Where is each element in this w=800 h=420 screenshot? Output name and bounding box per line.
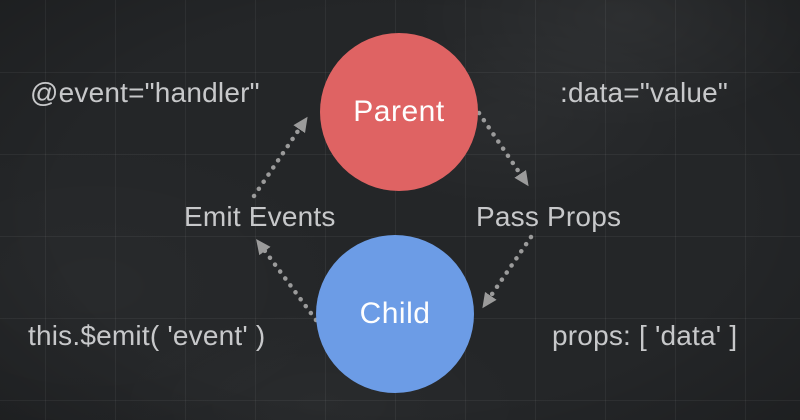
parent-prop-binding-annotation: :data="value": [560, 77, 729, 108]
parent-node-label: Parent: [353, 95, 445, 128]
child-node: Child: [316, 235, 474, 393]
parent-node: Parent: [320, 33, 478, 191]
emit-arrow-lower-segment: [256, 238, 319, 323]
pass-props-label: Pass Props: [476, 201, 622, 232]
child-props-code-annotation: props: [ 'data' ]: [552, 320, 738, 351]
emit-events-label: Emit Events: [184, 201, 336, 232]
emit-arrow-upper-segment: [251, 116, 308, 199]
child-node-label: Child: [359, 297, 431, 330]
child-emit-code-annotation: this.$emit( 'event' ): [28, 320, 266, 351]
props-arrow-upper-segment: [476, 110, 529, 187]
parent-event-listener-annotation: @event="handler": [30, 77, 260, 108]
props-arrow-lower-segment: [482, 234, 534, 309]
